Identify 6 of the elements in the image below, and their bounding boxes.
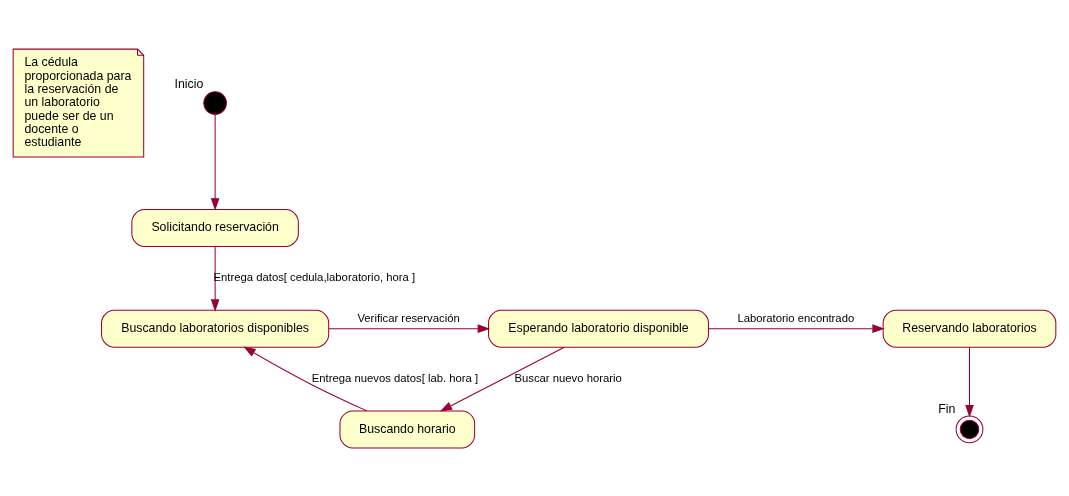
edge-label: Laboratorio encontrado <box>737 311 855 324</box>
node-label: Inicio <box>174 76 204 91</box>
edge-label: Verificar reservación <box>357 311 460 324</box>
node-label: Fin <box>938 401 956 416</box>
edge-label: Buscar nuevo horario <box>514 371 622 384</box>
edge-label: Entrega nuevos datos[ lab. hora ] <box>311 371 479 384</box>
